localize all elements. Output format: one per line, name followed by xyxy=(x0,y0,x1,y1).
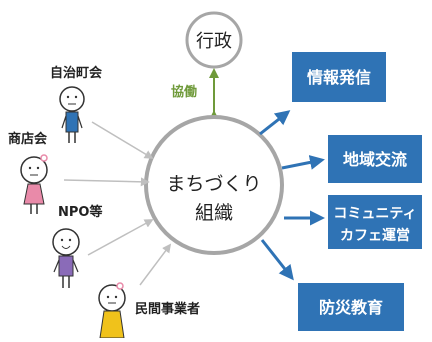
arrow-shotenkai-to-hub xyxy=(63,177,150,187)
output-label: コミュニティ xyxy=(333,206,416,222)
actor-label-minkan: 民間事業者 xyxy=(135,301,200,317)
actor-label-npo: NPO等 xyxy=(58,204,102,220)
output-bosai-kyoiku: 防災教育 xyxy=(298,283,404,331)
actor-label-shotenkai: 商店会 xyxy=(8,131,48,147)
person-shotenkai-icon xyxy=(20,154,48,214)
arrow-hub-to-chiiki xyxy=(281,154,325,170)
hub-label-line1: まちづくり xyxy=(166,173,261,195)
arrow-hub-to-bosai xyxy=(260,239,294,281)
output-label: 情報発信 xyxy=(307,68,371,87)
actor-label-jichi: 自治町会 xyxy=(50,65,103,81)
output-label: 防災教育 xyxy=(319,298,383,317)
arrow-jichi-to-hub xyxy=(91,121,154,159)
arrow-npo-to-hub xyxy=(87,219,154,256)
cooperation-label: 協働 xyxy=(171,84,197,100)
output-community-cafe: コミュニティ カフェ運営 xyxy=(328,195,422,249)
output-label: 地域交流 xyxy=(343,150,407,169)
government-node xyxy=(185,11,243,69)
output-joho-hasshin: 情報発信 xyxy=(292,52,386,102)
person-jichi-icon xyxy=(59,86,85,143)
hub-label-line2: 組織 xyxy=(195,202,233,224)
output-chiiki-koryu: 地域交流 xyxy=(328,135,422,183)
arrow-minkan-to-hub xyxy=(139,243,172,286)
output-label-line2: カフェ運営 xyxy=(340,227,410,244)
government-label: 行政 xyxy=(196,31,232,52)
arrow-hub-to-joho xyxy=(259,110,291,136)
person-npo-icon xyxy=(52,228,80,288)
person-minkan-icon xyxy=(98,282,126,339)
